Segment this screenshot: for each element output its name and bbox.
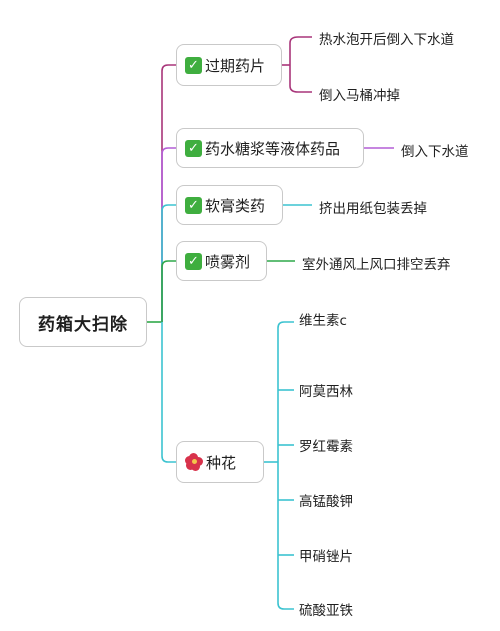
leaf-node[interactable]: 倒入下水道	[401, 144, 469, 160]
child-connector	[289, 36, 312, 65]
branch-node-spray[interactable]: ✓ 喷雾剂	[176, 241, 267, 281]
check-icon: ✓	[185, 252, 202, 270]
check-icon: ✓	[185, 56, 202, 74]
branch-label: 种花	[206, 453, 237, 472]
branch-label: 药水糖浆等液体药品	[205, 139, 341, 158]
branch-connector	[161, 322, 176, 463]
leaf-node[interactable]: 硫酸亚铁	[299, 603, 353, 619]
branch-label: 软膏类药	[205, 196, 266, 215]
leaf-node[interactable]: 罗红霉素	[299, 439, 353, 455]
root-label: 药箱大扫除	[38, 314, 128, 335]
check-icon: ✓	[185, 139, 202, 157]
leaf-node[interactable]: 挤出用纸包装丢掉	[319, 201, 427, 217]
branch-node-expired-pills[interactable]: ✓ 过期药片	[176, 44, 282, 86]
check-icon: ✓	[185, 196, 202, 214]
branch-connector	[161, 204, 176, 322]
child-connector	[289, 65, 312, 93]
leaf-node[interactable]: 室外通风上风口排空丢弃	[302, 257, 451, 273]
branch-label: 过期药片	[205, 56, 266, 75]
branch-node-liquid-medicine[interactable]: ✓ 药水糖浆等液体药品	[176, 128, 364, 168]
child-connector	[277, 602, 294, 610]
leaf-node[interactable]: 维生素c	[299, 313, 347, 329]
branch-node-ointment[interactable]: ✓ 软膏类药	[176, 185, 283, 225]
leaf-node[interactable]: 热水泡开后倒入下水道	[319, 32, 454, 48]
leaf-node[interactable]: 倒入马桶冲掉	[319, 88, 400, 104]
leaf-node[interactable]: 高锰酸钾	[299, 494, 353, 510]
branch-connector	[161, 64, 176, 322]
branch-connector	[161, 147, 176, 322]
branch-connector	[161, 260, 176, 322]
branch-label: 喷雾剂	[205, 252, 251, 271]
root-node[interactable]: 药箱大扫除	[19, 297, 147, 347]
child-connector	[277, 321, 294, 329]
flower-icon	[185, 453, 203, 471]
leaf-node[interactable]: 阿莫西林	[299, 384, 353, 400]
branch-node-planting[interactable]: 种花	[176, 441, 264, 483]
leaf-node[interactable]: 甲硝锉片	[299, 549, 353, 565]
